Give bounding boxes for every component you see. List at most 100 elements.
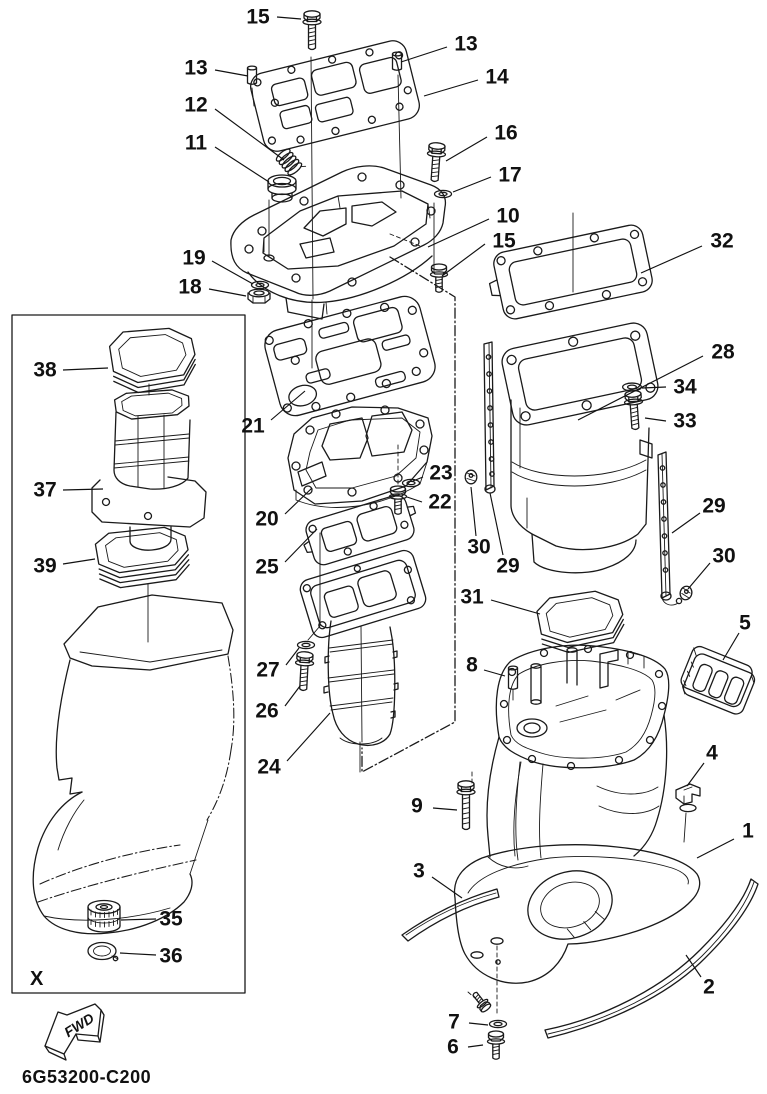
leader-line-5 <box>723 633 739 660</box>
callout-20: 20 <box>255 508 278 531</box>
callout-22: 22 <box>428 491 451 514</box>
leader-line-13b <box>401 47 447 62</box>
drawing-code: 6G53200-C200 <box>22 1067 151 1087</box>
fwd-arrow: FWD <box>45 1004 104 1060</box>
part-29-seal-right <box>658 452 682 605</box>
part-39-seal <box>95 526 191 589</box>
part-1-upper-casing <box>455 645 700 983</box>
callout-34: 34 <box>673 376 697 399</box>
callout-28: 28 <box>711 341 735 364</box>
part-7-washer <box>488 1019 508 1029</box>
part-12-spring <box>275 146 306 178</box>
callout-15b: 15 <box>492 230 516 253</box>
part-29-seal-left <box>484 342 495 493</box>
callout-35: 35 <box>159 908 183 931</box>
part-14-gasket <box>248 38 423 154</box>
part-5-grate <box>676 644 759 716</box>
callout-8: 8 <box>466 654 478 677</box>
callout-4: 4 <box>706 742 718 765</box>
part-6-screw-angled <box>468 988 493 1015</box>
leader-line-2 <box>686 955 701 977</box>
part-8-pin <box>509 666 518 689</box>
part-15-bolt-lower <box>429 263 449 293</box>
callout-15a: 15 <box>246 6 270 29</box>
leader-line-30b <box>688 563 710 589</box>
part-32-gasket <box>484 223 655 323</box>
leader-line-34 <box>642 387 666 388</box>
callout-24: 24 <box>257 756 281 779</box>
phantom-lines <box>362 257 455 772</box>
part-33-bolt <box>623 389 646 431</box>
part-37-muffler <box>92 389 206 550</box>
leader-line-1 <box>697 839 734 858</box>
leader-line-19 <box>212 261 253 284</box>
leader-line-26 <box>285 686 300 706</box>
callout-37: 37 <box>33 479 56 502</box>
leader-line-33 <box>645 418 666 421</box>
leader-line-10 <box>428 219 489 247</box>
leader-line-36 <box>120 953 156 955</box>
leader-line-23 <box>413 477 423 481</box>
leader-line-37 <box>63 489 103 490</box>
leader-line-35 <box>121 919 156 920</box>
part-4-clip <box>676 784 700 812</box>
part-30-clip-left <box>465 470 477 484</box>
part-28-guide <box>500 320 661 572</box>
leader-line-17 <box>453 177 491 192</box>
inset-view-label: X <box>30 968 44 990</box>
part-25-gasket <box>298 491 422 569</box>
leader-line-4 <box>687 763 704 786</box>
leader-line-39 <box>63 559 95 564</box>
callout-21: 21 <box>241 415 265 438</box>
leader-line-13a <box>215 70 248 76</box>
part-26-bolt <box>293 650 315 692</box>
callout-36: 36 <box>159 945 182 968</box>
part-6-bolt <box>486 1030 506 1060</box>
callout-27: 27 <box>256 659 279 682</box>
leader-line-9 <box>433 808 457 810</box>
callout-5: 5 <box>739 612 751 635</box>
ghost-casing <box>33 595 234 934</box>
callout-11: 11 <box>185 132 208 155</box>
leader-line-38 <box>63 368 108 370</box>
callout-3: 3 <box>413 860 425 883</box>
callout-30b: 30 <box>712 545 735 568</box>
leader-line-7 <box>469 1023 488 1025</box>
part-31-seal <box>536 589 627 656</box>
leader-line-29b <box>672 513 700 533</box>
callout-2: 2 <box>703 976 715 999</box>
leader-line-16 <box>446 137 487 161</box>
callout-6: 6 <box>447 1036 459 1059</box>
leader-line-31 <box>491 600 540 614</box>
leader-line-32 <box>641 246 702 273</box>
callout-31: 31 <box>460 586 484 609</box>
callout-19: 19 <box>182 247 205 270</box>
part-16-bolt <box>424 141 447 183</box>
callout-10: 10 <box>496 205 519 228</box>
callout-14: 14 <box>485 66 509 89</box>
part-27-washer <box>296 640 316 650</box>
callout-25: 25 <box>255 556 279 579</box>
callout-17: 17 <box>498 164 521 187</box>
callout-13a: 13 <box>184 57 207 80</box>
callout-16: 16 <box>494 122 517 145</box>
leader-line-25 <box>285 529 317 562</box>
leader-line-22 <box>407 497 422 502</box>
leader-line-15a <box>277 17 301 19</box>
callout-30a: 30 <box>467 536 490 559</box>
part-3-strip <box>402 889 499 941</box>
part-11-grommet <box>268 175 296 202</box>
callout-26: 26 <box>255 700 278 723</box>
part-2-strip <box>545 879 758 1038</box>
callout-39: 39 <box>33 555 56 578</box>
callout-33: 33 <box>673 410 696 433</box>
callout-7: 7 <box>448 1011 460 1034</box>
leader-line-21 <box>271 391 305 420</box>
part-21-gasket <box>261 291 439 419</box>
part-15-bolt-top <box>302 10 322 51</box>
part-9-bolt <box>456 780 476 831</box>
callout-23: 23 <box>429 462 452 485</box>
callout-9: 9 <box>411 795 423 818</box>
